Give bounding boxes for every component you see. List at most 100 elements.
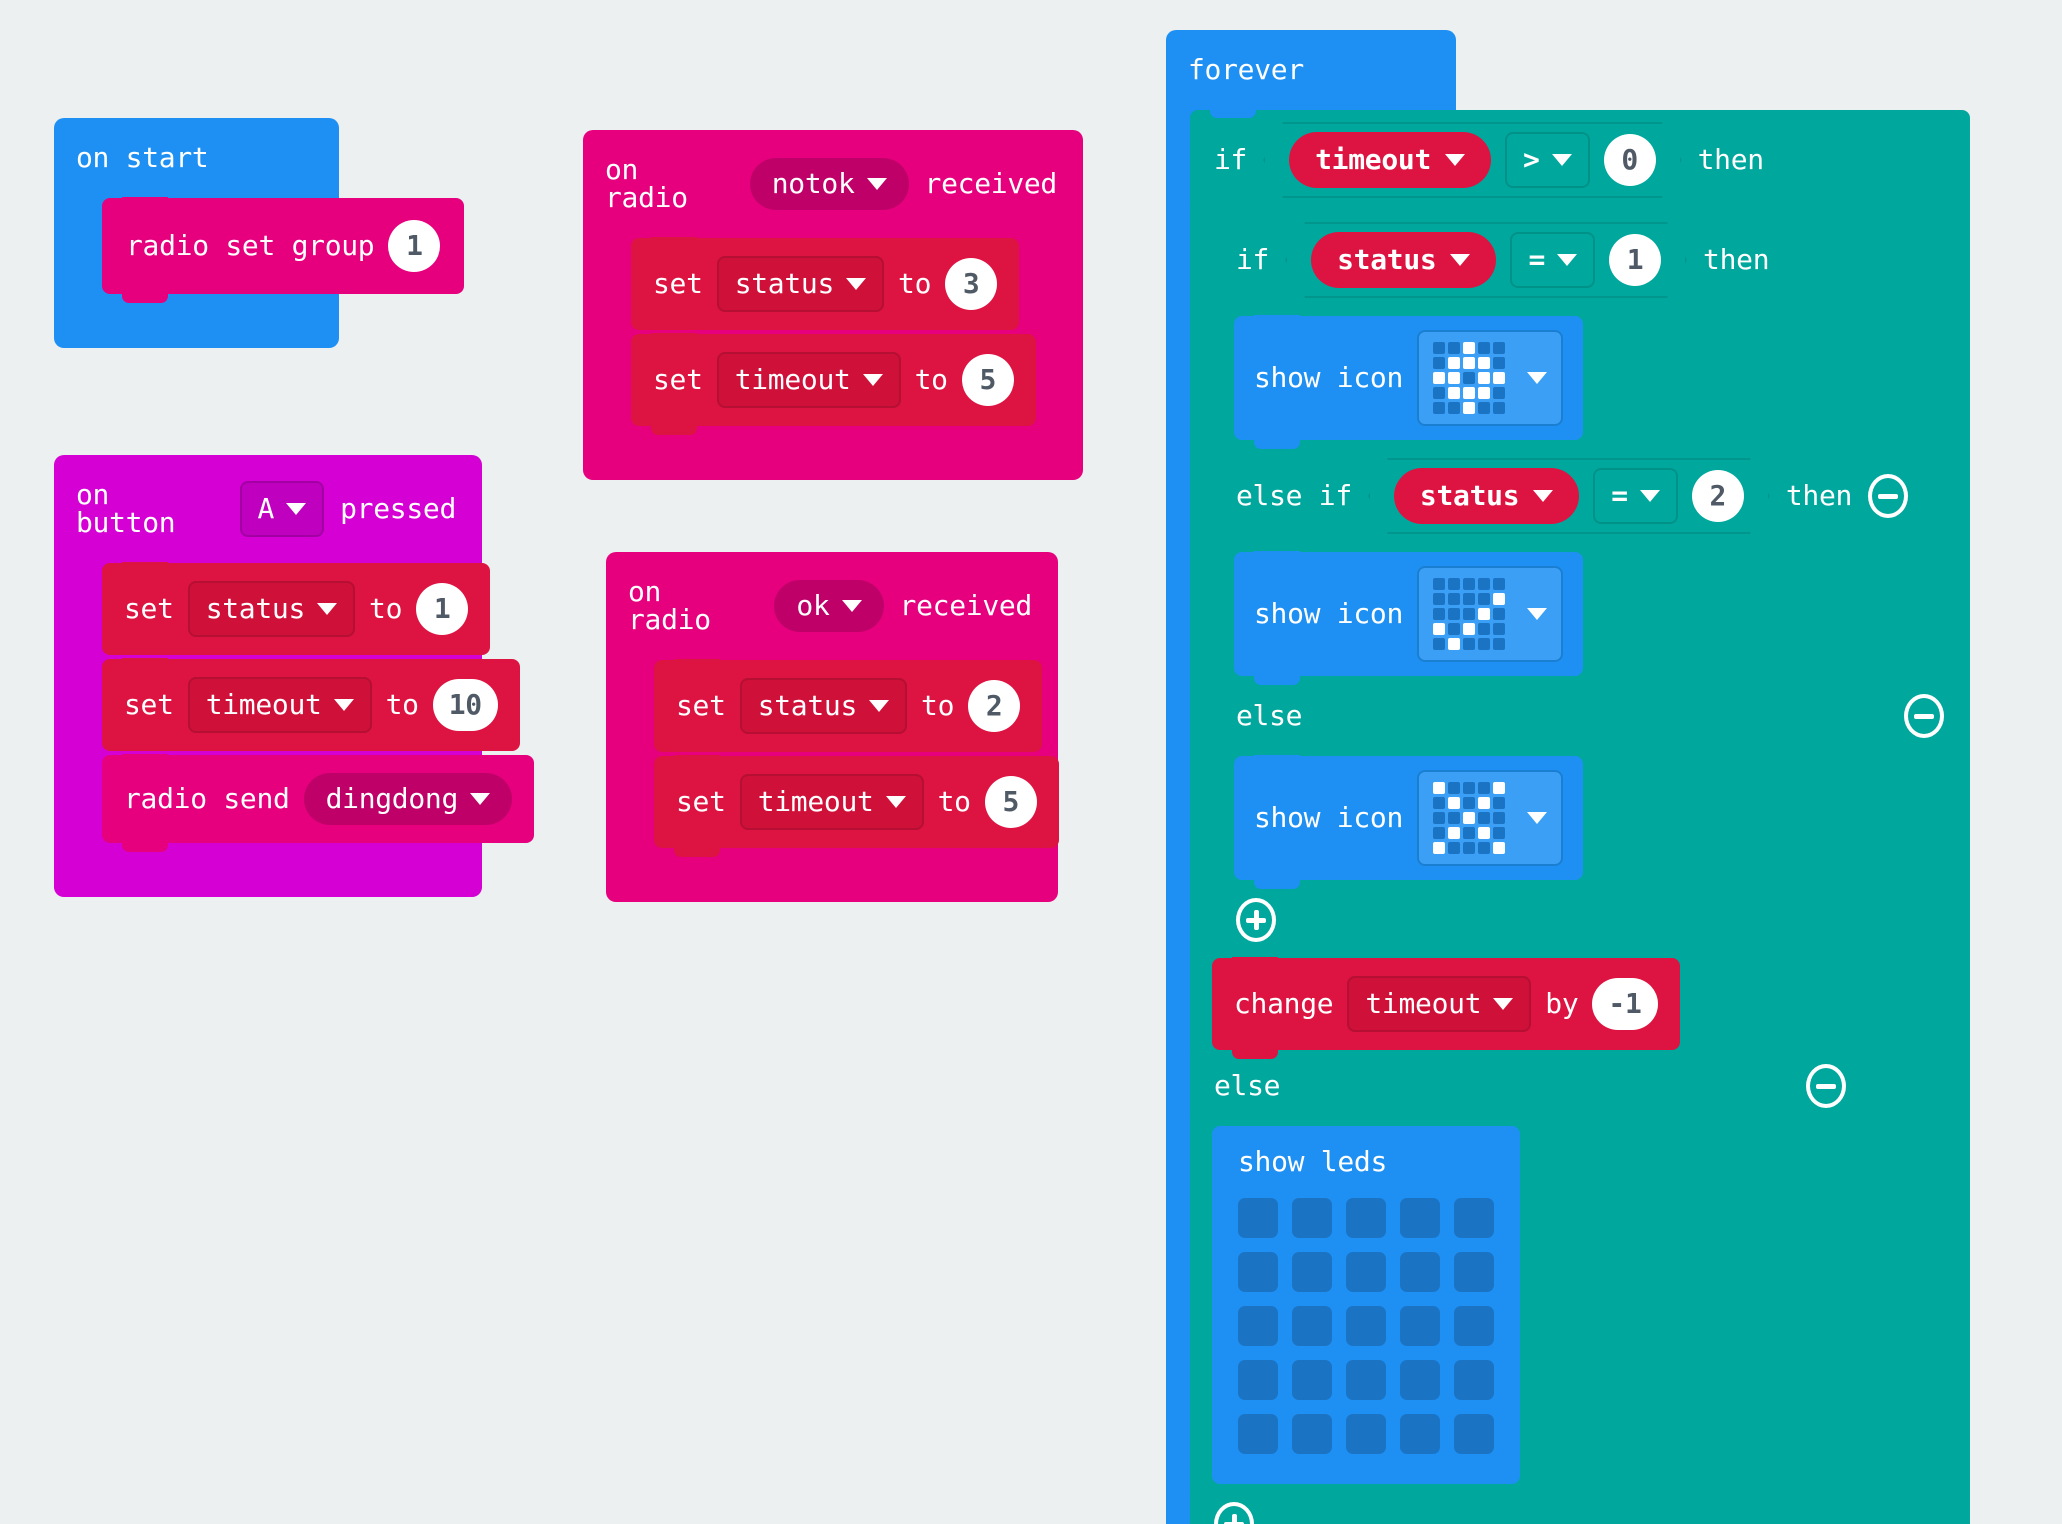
chevron-down-icon	[286, 503, 307, 515]
else-if-head[interactable]: else if status = 2	[1212, 446, 1970, 546]
led-cell[interactable]	[1400, 1414, 1440, 1454]
comparison-value[interactable]: 2	[1692, 470, 1744, 522]
comparison-value[interactable]: 1	[1609, 234, 1661, 286]
led-cell[interactable]	[1238, 1252, 1278, 1292]
led-cell[interactable]	[1454, 1414, 1494, 1454]
variable-select-dropdown[interactable]: status	[739, 678, 908, 734]
led-cell	[1433, 797, 1446, 809]
led-cell[interactable]	[1238, 1306, 1278, 1346]
inner-if-head[interactable]: if status = 1	[1212, 210, 1872, 310]
else-if-condition[interactable]: status = 2	[1368, 458, 1770, 534]
inner-else-head[interactable]: else	[1212, 682, 1970, 750]
outer-else-head[interactable]: else	[1190, 1052, 1872, 1120]
remove-else-button[interactable]	[1904, 694, 1944, 738]
set-status-value[interactable]: 1	[416, 583, 469, 635]
on-start-hat-block[interactable]: on start radio set group 1	[54, 118, 465, 348]
show-icon-block[interactable]: show icon	[1234, 551, 1584, 685]
led-cell[interactable]	[1454, 1198, 1494, 1238]
remove-else-button[interactable]	[1806, 1064, 1846, 1108]
radio-send-block[interactable]: radio send dingdong	[102, 754, 535, 852]
set-status-value[interactable]: 2	[968, 680, 1021, 732]
led-cell[interactable]	[1400, 1198, 1440, 1238]
radio-message-dropdown[interactable]: ok	[774, 580, 884, 632]
inner-if-block[interactable]: if status = 1	[1212, 209, 1970, 954]
show-leds-block[interactable]: show leds	[1212, 1126, 1520, 1484]
led-cell[interactable]	[1292, 1360, 1332, 1400]
outer-if-foot[interactable]	[1190, 1490, 1872, 1524]
comparison-operator-dropdown[interactable]: >	[1505, 132, 1590, 188]
variable-select-dropdown[interactable]: timeout	[1347, 976, 1532, 1032]
comparison-operator-dropdown[interactable]: =	[1510, 232, 1595, 288]
set-timeout-block[interactable]: set timeout to 10	[102, 658, 520, 751]
variable-select-dropdown[interactable]: timeout	[739, 774, 924, 830]
led-cell[interactable]	[1454, 1360, 1494, 1400]
led-cell[interactable]	[1454, 1252, 1494, 1292]
outer-if-block[interactable]: if timeout > 0 then	[1190, 109, 1970, 1524]
icon-select-dropdown[interactable]	[1417, 330, 1564, 426]
timeout-variable-reporter[interactable]: timeout	[1289, 132, 1491, 188]
show-icon-block[interactable]: show icon	[1234, 315, 1584, 449]
on-radio-ok-hat-block[interactable]: on radio ok received set status to 2	[606, 552, 1059, 902]
set-timeout-value[interactable]: 10	[432, 679, 498, 731]
script-on-button-pressed[interactable]: on button A pressed set status to 1	[54, 455, 535, 897]
led-cell[interactable]	[1346, 1360, 1386, 1400]
led-cell[interactable]	[1346, 1306, 1386, 1346]
script-on-start[interactable]: on start radio set group 1	[54, 118, 465, 348]
inner-if-condition[interactable]: status = 1	[1285, 222, 1687, 298]
led-cell[interactable]	[1292, 1306, 1332, 1346]
set-status-block[interactable]: set status to 3	[631, 237, 1020, 330]
variable-select-dropdown[interactable]: status	[187, 581, 356, 637]
led-cell	[1493, 842, 1506, 854]
set-timeout-value[interactable]: 5	[984, 776, 1037, 828]
set-status-block[interactable]: set status to 1	[102, 562, 491, 655]
icon-select-dropdown[interactable]	[1417, 770, 1564, 866]
led-cell[interactable]	[1292, 1198, 1332, 1238]
script-on-radio-ok[interactable]: on radio ok received set status to 2	[606, 552, 1059, 902]
on-radio-notok-hat-block[interactable]: on radio notok received set status to 3	[583, 130, 1083, 480]
led-grid[interactable]	[1238, 1198, 1494, 1454]
led-cell[interactable]	[1400, 1360, 1440, 1400]
radio-message-dropdown[interactable]: notok	[749, 158, 909, 210]
outer-if-head[interactable]: if timeout > 0 then	[1190, 110, 1872, 210]
set-status-block[interactable]: set status to 2	[654, 659, 1043, 752]
led-cell[interactable]	[1400, 1252, 1440, 1292]
script-forever[interactable]: forever if timeout >	[1166, 30, 1970, 1524]
led-cell[interactable]	[1346, 1252, 1386, 1292]
icon-select-dropdown[interactable]	[1417, 566, 1564, 662]
led-cell[interactable]	[1400, 1306, 1440, 1346]
set-timeout-block[interactable]: set timeout to 5	[654, 755, 1059, 857]
led-cell[interactable]	[1346, 1198, 1386, 1238]
variable-select-dropdown[interactable]: timeout	[187, 677, 372, 733]
status-variable-reporter[interactable]: status	[1311, 232, 1496, 288]
add-else-if-button[interactable]	[1236, 898, 1276, 942]
set-status-value[interactable]: 3	[945, 258, 998, 310]
add-else-if-button[interactable]	[1214, 1502, 1254, 1524]
set-timeout-value[interactable]: 5	[961, 354, 1014, 406]
forever-hat-block[interactable]: forever if timeout >	[1166, 30, 1970, 1524]
radio-message-dropdown[interactable]: dingdong	[303, 773, 513, 825]
led-cell[interactable]	[1238, 1414, 1278, 1454]
led-cell[interactable]	[1454, 1306, 1494, 1346]
comparison-operator-dropdown[interactable]: =	[1593, 468, 1678, 524]
radio-set-group-block[interactable]: radio set group 1	[102, 197, 465, 303]
status-variable-reporter[interactable]: status	[1394, 468, 1579, 524]
variable-select-dropdown[interactable]: status	[716, 256, 885, 312]
script-on-radio-notok[interactable]: on radio notok received set status to 3	[583, 130, 1083, 480]
change-value[interactable]: -1	[1592, 978, 1658, 1030]
button-select-dropdown[interactable]: A	[239, 481, 325, 537]
remove-else-if-button[interactable]	[1868, 474, 1909, 518]
comparison-value[interactable]: 0	[1604, 134, 1656, 186]
set-timeout-block[interactable]: set timeout to 5	[631, 333, 1036, 435]
radio-group-value[interactable]: 1	[388, 220, 441, 272]
variable-select-dropdown[interactable]: timeout	[716, 352, 901, 408]
outer-if-condition[interactable]: timeout > 0	[1263, 122, 1681, 198]
led-cell[interactable]	[1292, 1414, 1332, 1454]
led-cell[interactable]	[1238, 1198, 1278, 1238]
inner-if-foot[interactable]	[1212, 886, 1970, 954]
led-cell[interactable]	[1346, 1414, 1386, 1454]
on-button-pressed-hat-block[interactable]: on button A pressed set status to 1	[54, 455, 535, 897]
led-cell[interactable]	[1292, 1252, 1332, 1292]
show-icon-block[interactable]: show icon	[1234, 755, 1584, 889]
led-cell[interactable]	[1238, 1360, 1278, 1400]
change-timeout-block[interactable]: change timeout by -1	[1212, 957, 1680, 1059]
